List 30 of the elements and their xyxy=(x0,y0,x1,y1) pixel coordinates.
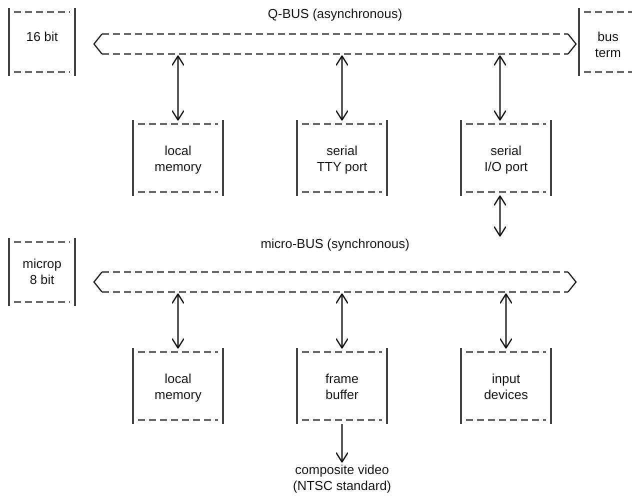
box-label: microp 8 bit xyxy=(21,256,62,288)
double-arrow xyxy=(171,55,185,121)
component-box xyxy=(132,348,224,424)
bus-label: Q-BUS (asynchronous) xyxy=(266,6,404,22)
component-box xyxy=(8,238,76,306)
bus-band xyxy=(94,236,576,294)
component-box xyxy=(132,120,224,196)
box-label: 16 bit xyxy=(25,29,59,45)
box-label: input devices xyxy=(482,371,530,403)
bus-label: micro-BUS (synchronous) xyxy=(260,236,410,252)
box-label: bus term xyxy=(594,29,622,61)
component-box xyxy=(296,348,388,424)
bus-band xyxy=(94,6,576,56)
double-arrow xyxy=(499,293,513,349)
component-box xyxy=(296,120,388,196)
box-label: frame buffer xyxy=(324,371,360,403)
double-arrow xyxy=(171,293,185,349)
component-box xyxy=(460,120,552,196)
component-box xyxy=(8,8,76,76)
double-arrow xyxy=(335,55,349,121)
double-arrow xyxy=(493,55,507,121)
arrow xyxy=(335,424,349,463)
box-label: serial I/O port xyxy=(483,143,529,175)
box-label: local memory xyxy=(154,143,202,175)
box-label: serial TTY port xyxy=(316,143,368,175)
component-box xyxy=(460,348,552,424)
double-arrow xyxy=(493,195,507,237)
box-label: composite video (NTSC standard) xyxy=(292,462,392,494)
box-label: local memory xyxy=(154,371,202,403)
double-arrow xyxy=(335,293,349,349)
